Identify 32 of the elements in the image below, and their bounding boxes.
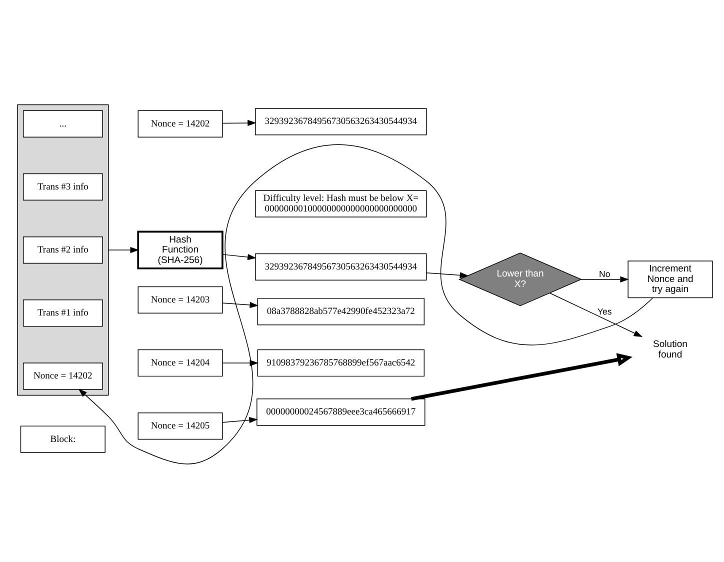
node-box: 32939236784956730563263430544934: [255, 252, 427, 280]
node-box: Nonce = 14202: [138, 110, 223, 137]
arrow: [78, 144, 654, 464]
arrow: [222, 416, 258, 423]
node-box: 08a3788828ab577e42990fe452323a72: [257, 298, 425, 325]
node-box: 00000000024567889eee3ca465666917: [256, 398, 426, 426]
arrow: [222, 301, 259, 308]
arrow: [411, 352, 632, 400]
node-box: 32939236784956730563263430544934: [255, 108, 427, 135]
arrow: [550, 292, 643, 337]
node-box: Trans #2 info: [22, 236, 103, 264]
node-box: Increment Nonce and try again: [628, 260, 713, 298]
arrow: [426, 272, 469, 278]
edge-label: Yes: [597, 306, 612, 316]
arrow: [222, 119, 256, 126]
node-box: Nonce = 14203: [138, 286, 223, 313]
node-text: Solution found: [653, 338, 688, 360]
arrow: [108, 246, 140, 253]
node-box: 91098379236785768899ef567aac6542: [257, 348, 425, 376]
arrow: [222, 254, 256, 260]
edge-label: No: [598, 268, 610, 278]
node-box: Nonce = 14204: [138, 348, 223, 376]
node-box: Block:: [20, 425, 106, 452]
arrow: [222, 359, 259, 366]
node-box: Trans #3 info: [22, 172, 103, 200]
node-box: Nonce = 14205: [138, 412, 223, 440]
node-box: Nonce = 14202: [22, 362, 103, 390]
node-box: Hash Function (SHA-256): [137, 230, 224, 269]
arrow: [580, 276, 629, 282]
node-box: Difficulty level: Hash must be below X= 00000000100000000000000000000000: [255, 190, 427, 217]
node-box: Trans #1 info: [22, 299, 103, 326]
node-box: ...: [22, 110, 103, 137]
